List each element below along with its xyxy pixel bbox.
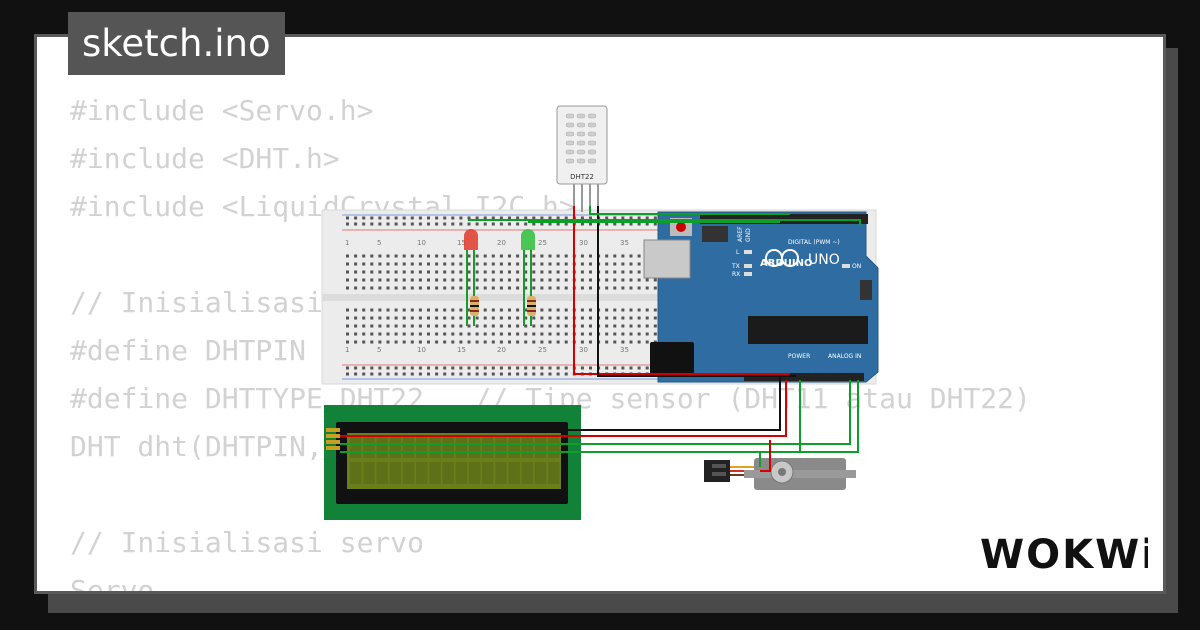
code-line: #define DHTTYPE DHT22 // Tipe sensor (DH… [70, 382, 1031, 415]
tx-label: TX [731, 263, 740, 270]
rx-label: RX [732, 271, 740, 278]
digital-label: DIGITAL (PWM ~) [788, 239, 840, 246]
breadboard-column-number: 15 [457, 346, 466, 354]
arduino-model-label: UNO [808, 252, 840, 268]
breadboard-column-number: 10 [417, 346, 426, 354]
breadboard-column-number: 25 [538, 346, 547, 354]
code-line: #include <Servo.h> [70, 94, 374, 127]
icsp-header [702, 226, 728, 242]
analog-label: ANALOG IN [828, 353, 861, 360]
gnd-label: GND [745, 228, 752, 242]
resistor-2 [527, 296, 536, 316]
dht22-sensor: DHT22 [556, 105, 608, 212]
breadboard-column-number: 30 [579, 239, 588, 247]
dht22-label: DHT22 [570, 173, 594, 181]
code-line: Servo [70, 574, 155, 594]
code-line: // Inisialisasi servo [70, 526, 425, 559]
breadboard-column-number: 35 [620, 239, 629, 247]
file-title-tab: sketch.ino [68, 12, 285, 75]
arduino-brand-label: ARDUINO [760, 258, 812, 269]
breadboard-column-number: 25 [538, 239, 547, 247]
arduino-uno-board: ARDUINO UNO DIGITAL (PWM ~) POWER ANALOG… [643, 211, 879, 383]
resistor-1 [470, 296, 479, 316]
power-analog-header [744, 373, 864, 381]
lcd-display [324, 405, 581, 520]
code-line: #include <DHT.h> [70, 142, 340, 175]
aref-label: AREF [737, 226, 744, 242]
breadboard-column-number: 35 [620, 346, 629, 354]
power-label: POWER [788, 353, 810, 360]
atmega-chip [748, 316, 868, 344]
on-label: ON [852, 263, 861, 270]
power-jack [650, 342, 694, 374]
wokwi-logo-text: WOKWi [980, 532, 1148, 578]
wires [340, 206, 861, 472]
usb-connector [643, 239, 691, 279]
breadboard-column-number: 1 [345, 239, 349, 247]
servo-motor [704, 458, 856, 490]
l-label: L [736, 249, 740, 256]
breadboard-column-number: 30 [579, 346, 588, 354]
green-led [521, 229, 535, 326]
wokwi-logo: WOKWi [980, 532, 1148, 578]
breadboard-column-number: 1 [345, 346, 349, 354]
breadboard-column-number: 20 [497, 239, 506, 247]
breadboard-column-number: 15 [457, 239, 466, 247]
breadboard-column-number: 20 [497, 346, 506, 354]
breadboard-column-number: 5 [377, 346, 381, 354]
breadboard-column-number: 5 [377, 239, 381, 247]
breadboard-column-number: 10 [417, 239, 426, 247]
